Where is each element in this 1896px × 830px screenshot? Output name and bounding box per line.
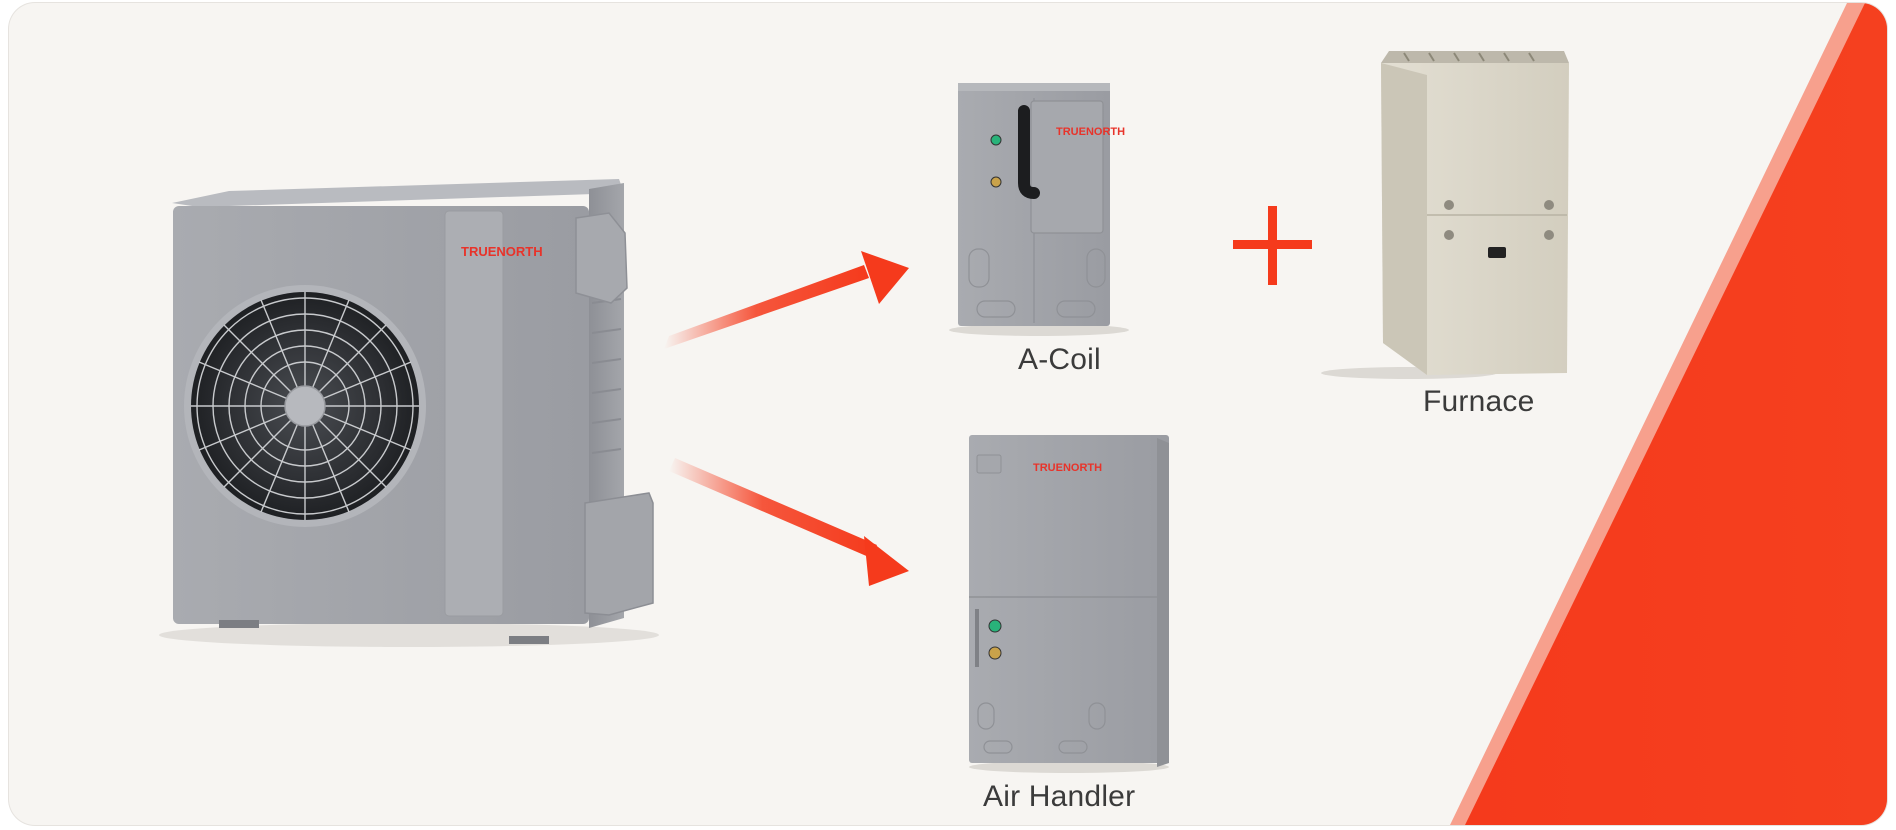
heat-pump-unit: TRUENORTH: [159, 179, 659, 647]
air-handler-unit: TRUENORTH: [969, 435, 1169, 773]
heat-pump-brand-label: TRUENORTH: [461, 244, 543, 259]
furnace-label: Furnace: [1423, 385, 1535, 418]
air-handler-label: Air Handler: [983, 780, 1136, 813]
furnace-unit: [1321, 51, 1569, 379]
illustration-canvas: TRUENORTH TR: [159, 3, 1887, 825]
product-compatibility-card: TRUENORTH TR: [9, 3, 1887, 825]
air-handler-brand-label: TRUENORTH: [1033, 462, 1102, 474]
arrow-to-air-handler: [669, 458, 909, 586]
a-coil-label: A-Coil: [1018, 343, 1101, 376]
arrow-to-a-coil: [664, 251, 909, 349]
accent-diagonal-panel: [1450, 3, 1887, 825]
plus-icon: [1233, 206, 1312, 285]
a-coil-unit: TRUENORTH: [949, 83, 1129, 336]
a-coil-brand-label: TRUENORTH: [1056, 126, 1125, 138]
